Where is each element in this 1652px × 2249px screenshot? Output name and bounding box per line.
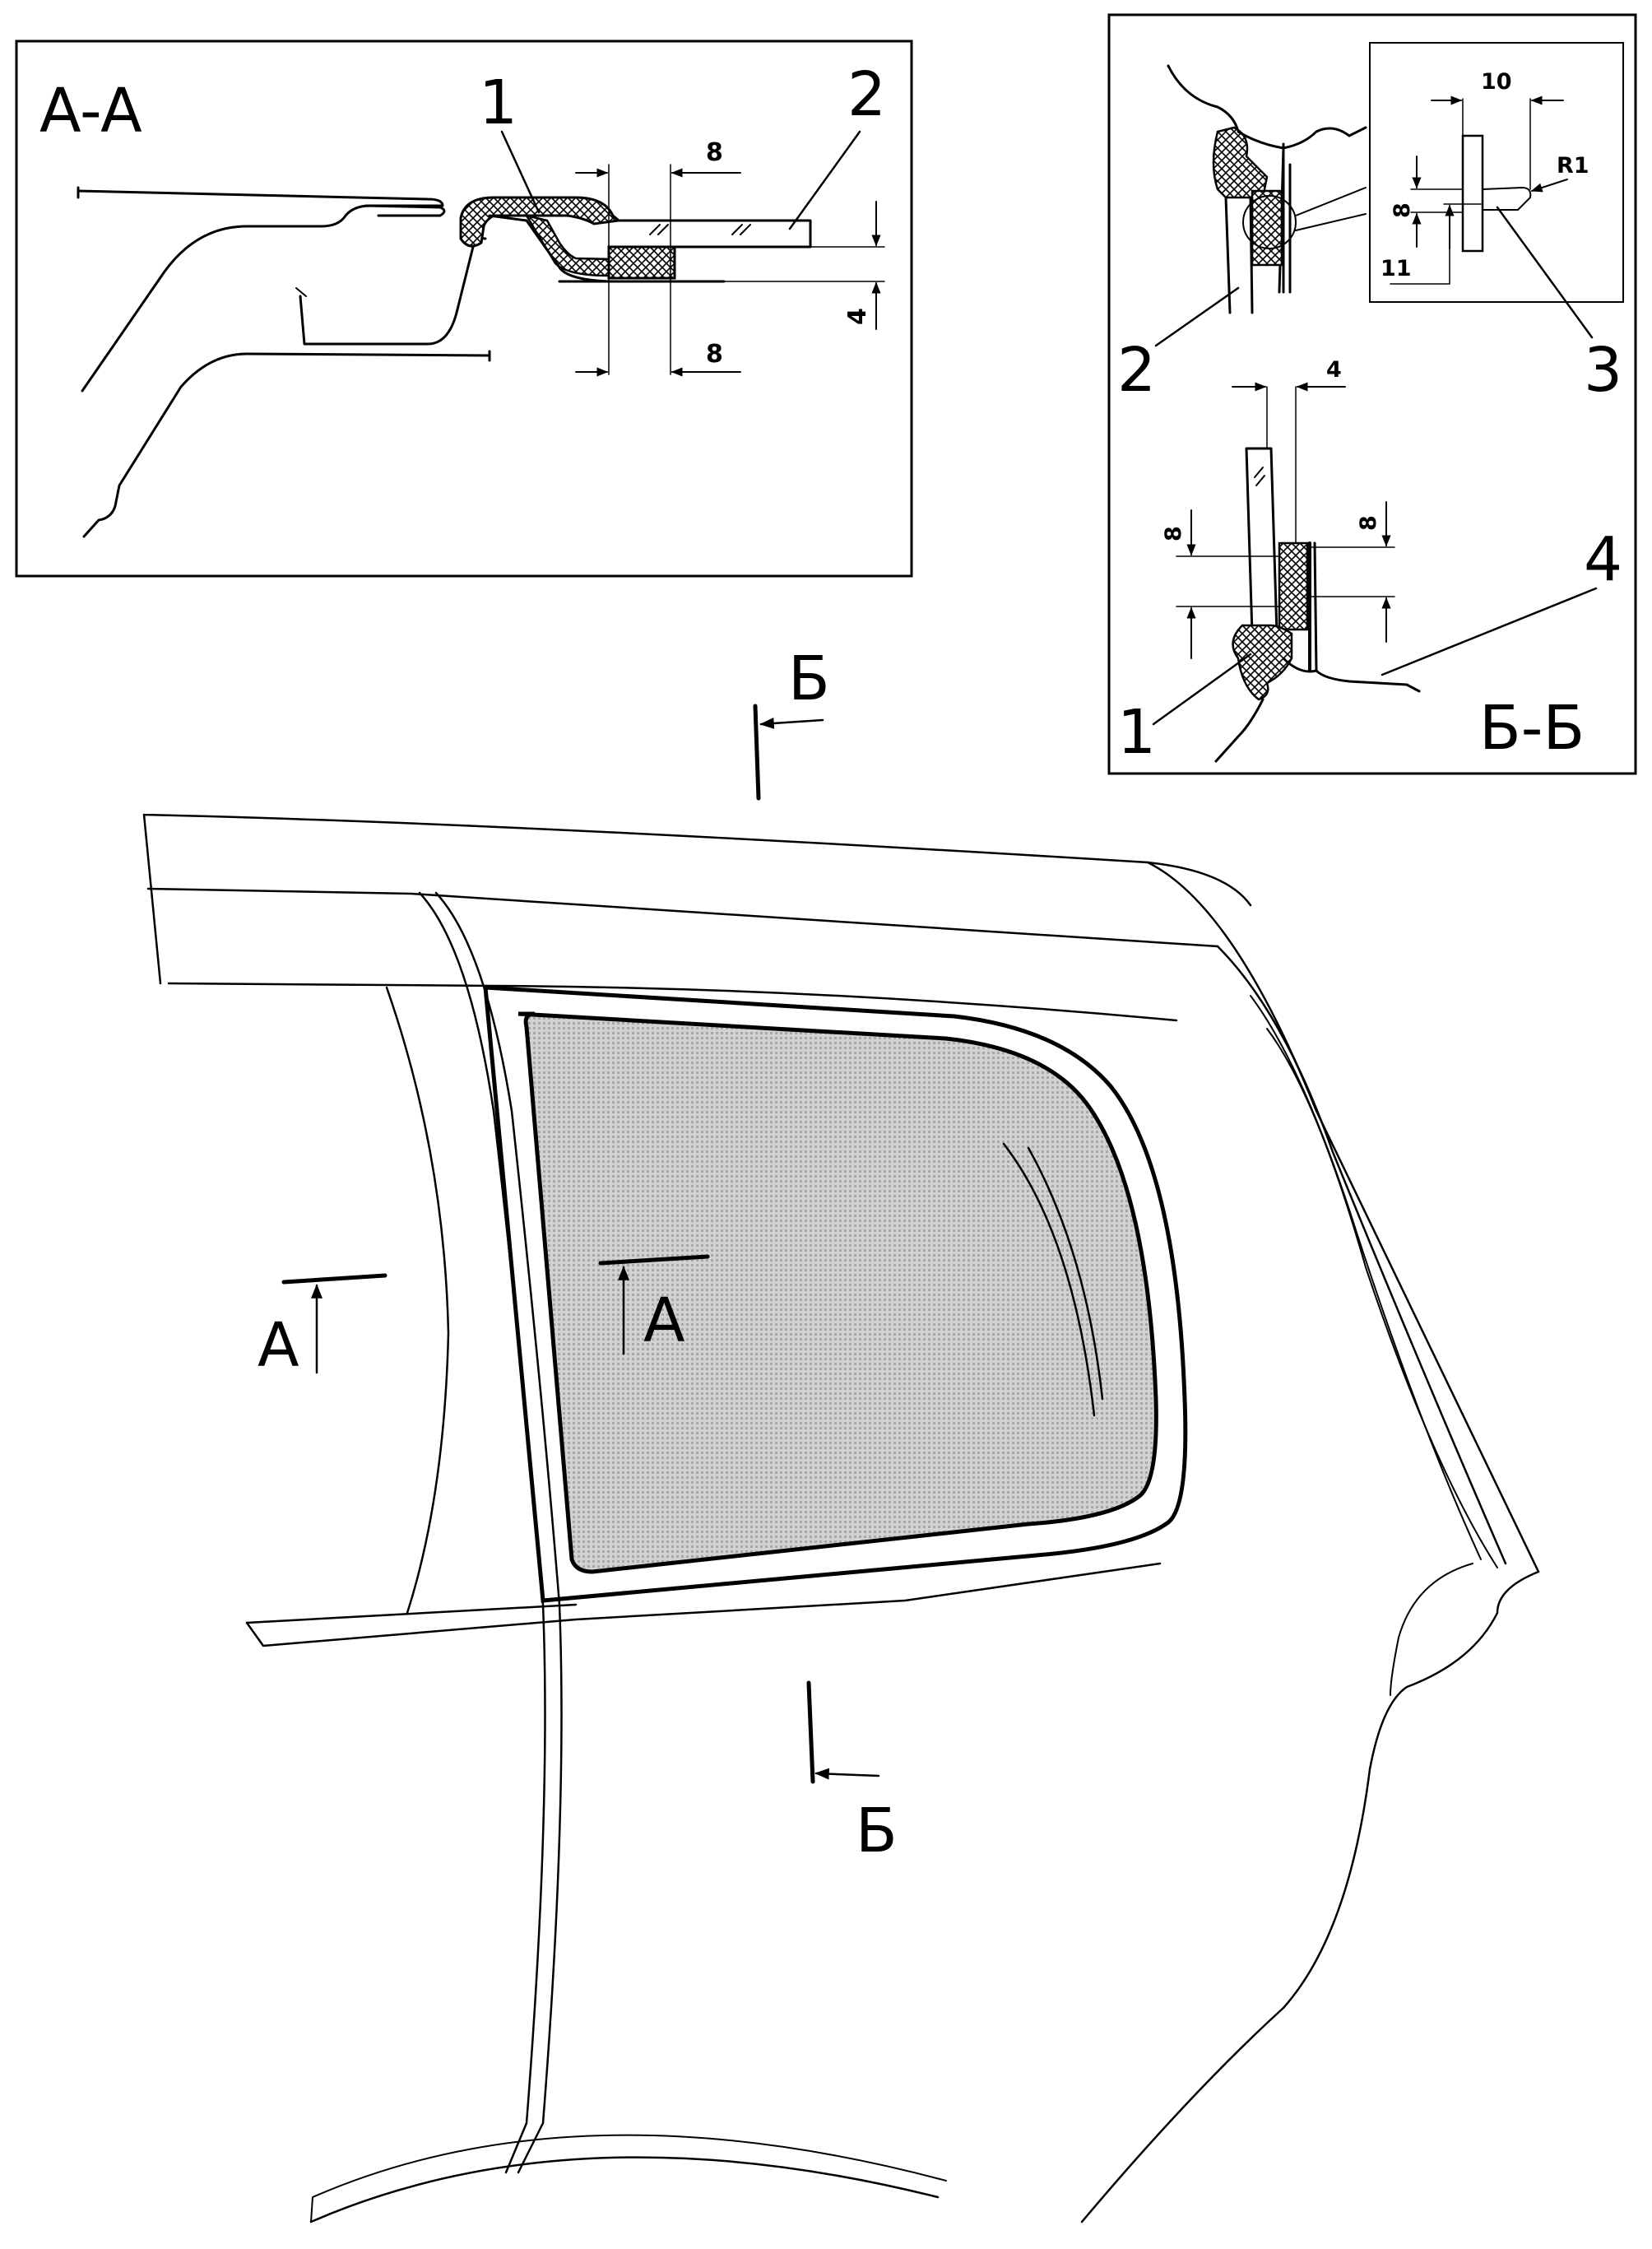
cut-mark-a-left: A [258,1310,299,1381]
section-aa-panel: A-A 1 2 8 8 [15,39,913,578]
glass-reflection [1002,1142,1096,1417]
bb-lower-adhesive [1278,541,1309,631]
section-bb-frame [1107,13,1637,775]
bb-dim-left-height: 8 [1161,526,1186,541]
detail-spacer [1461,134,1484,253]
glass-edge [617,219,812,249]
bb-callout-glass: 2 [1117,335,1156,406]
cut-mark-a-right: A [643,1285,685,1356]
bb-lower-glass [1245,447,1278,635]
cut-line-a-left [281,1273,387,1285]
main-vehicle-view: A A Б Б [142,644,1540,2223]
bb-callout-seal: 1 [1117,697,1156,768]
roof-rail-mid [146,887,1219,948]
detail-box [1369,42,1624,303]
detail-dim-width: 10 [1481,69,1512,95]
quarter-window-frame [483,985,1188,1603]
inner-panel-line [299,237,487,346]
quarter-window-glass [517,1011,1158,1574]
callout-seal: 1 [479,67,517,138]
bb-dim-right-height: 8 [1356,515,1381,531]
bb-top-adhesive [1251,189,1283,267]
rear-pillar-outer [1146,861,1540,1573]
roof-outer-line [77,189,444,393]
seal-lip [524,214,615,277]
seal-profile [459,196,622,248]
cut-line-b-bottom [806,1680,815,1784]
door-opening-curve [385,986,450,1615]
cut-line-b-top [753,704,761,801]
roof-rail-top [142,813,1252,985]
cut-mark-b-bottom: Б [856,1796,898,1866]
detail-dim-radius: R1 [1557,153,1589,179]
bb-top-seal [1212,126,1269,199]
detail-dim-height: 8 [1390,202,1415,218]
section-aa-frame [15,39,913,578]
cut-mark-b-top: Б [788,644,830,714]
flange-hook [364,204,446,217]
section-aa-title: A-A [39,76,142,146]
tail-outline [1080,1570,1540,2223]
callout-glass: 2 [847,59,886,130]
bb-callout-spacer: 3 [1584,335,1622,406]
wheel-arch [309,2156,940,2223]
section-bb-panel: Б-Б 10 R1 8 11 2 3 [1107,13,1637,775]
bb-body-panel [1315,669,1421,693]
roof-rail-bottom [167,982,1178,1022]
section-bb-title: Б-Б [1479,693,1585,764]
adhesive-bead [607,245,676,280]
belt-line [245,1562,1162,1647]
dim-aa-top: 8 [706,138,723,167]
bb-dim-gap: 4 [1326,357,1342,383]
detail-dim-offset: 11 [1381,256,1412,281]
cut-line-a-right [598,1254,710,1266]
bb-callout-body-panel: 4 [1584,524,1622,595]
bb-top-glass [1224,196,1254,314]
bb-lower-seal [1232,624,1293,701]
dim-aa-bottom: 8 [706,340,723,369]
section-arrow-b-top [759,717,824,729]
dim-aa-gap: 4 [843,308,872,325]
lower-panel-line [82,352,491,538]
detail-circle [1242,195,1297,249]
door-frame-line [418,891,546,2174]
section-arrow-b-bottom [814,1768,880,1780]
